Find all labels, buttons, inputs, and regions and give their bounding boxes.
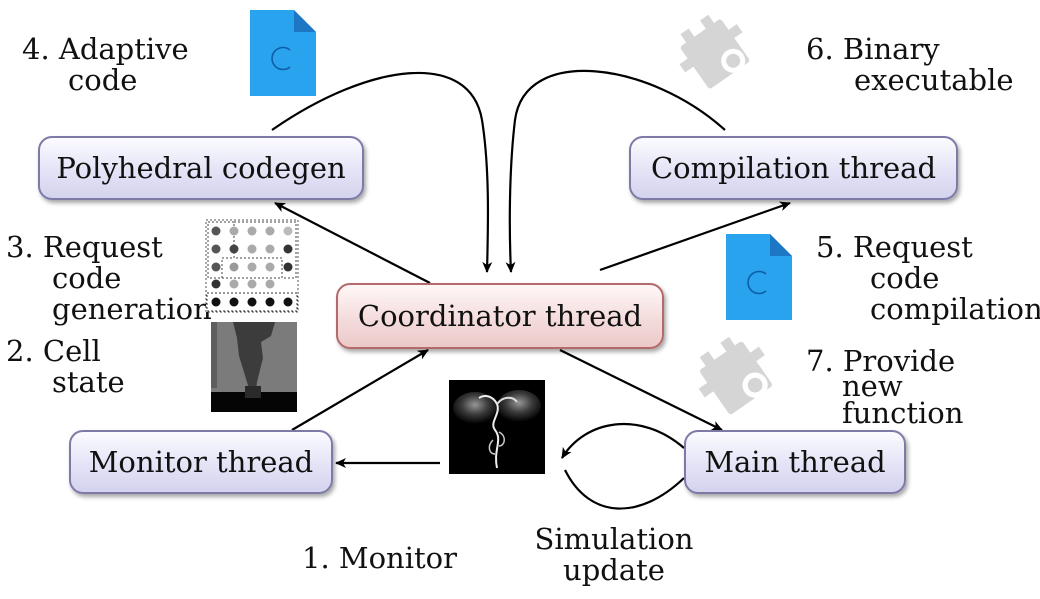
- node-polyhedral-codegen-label: Polyhedral codegen: [56, 151, 346, 185]
- label-step7-line3: function: [842, 396, 964, 430]
- label-step6-line1: 6. Binary: [806, 32, 940, 66]
- node-coordinator-thread-label: Coordinator thread: [357, 299, 643, 333]
- label-step7: 7. Provide new function: [806, 346, 963, 429]
- label-step5-line1: 5. Request: [816, 230, 973, 264]
- label-step7-line1: 7. Provide: [806, 344, 956, 378]
- label-step3: 3. Request code generation: [6, 232, 212, 325]
- label-step3-line3: generation: [52, 292, 212, 326]
- edge-main-self-loop: [564, 469, 685, 510]
- label-simulation-line1: Simulation: [534, 522, 694, 556]
- label-step5-line2: code: [870, 261, 940, 295]
- node-polyhedral-codegen: Polyhedral codegen: [38, 136, 364, 200]
- label-step5-line3: compilation: [870, 292, 1040, 326]
- label-step2: 2. Cell state: [6, 336, 125, 398]
- cell-state-image: [211, 322, 297, 412]
- node-main-thread: Main thread: [684, 430, 906, 494]
- cell-grid-icon: [205, 219, 299, 313]
- binary-executable-icon: [698, 336, 772, 415]
- node-monitor-thread-label: Monitor thread: [88, 445, 314, 479]
- edge-compilation-to-coordinator: [505, 69, 726, 273]
- node-main-thread-label: Main thread: [704, 445, 886, 479]
- label-step3-line2: code: [52, 261, 122, 295]
- label-step6: 6. Binary executable: [806, 34, 1014, 96]
- label-step1-line1: 1. Monitor: [302, 541, 457, 575]
- label-step1: 1. Monitor: [302, 543, 457, 574]
- label-step3-line1: 3. Request: [6, 230, 163, 264]
- edge-coordinator-to-main: [559, 349, 723, 431]
- label-simulation-line2: update: [563, 553, 665, 587]
- label-step4-line2: code: [68, 63, 138, 97]
- label-step7-line2: new: [842, 369, 903, 403]
- label-simulation-update: Simulation update: [528, 524, 700, 586]
- label-step4: 4. Adaptive code: [22, 34, 189, 96]
- label-step5: 5. Request code compilation: [816, 232, 1040, 325]
- smoke-simulation-image: [449, 380, 545, 474]
- node-coordinator-thread: Coordinator thread: [336, 283, 664, 349]
- edge-monitor-to-coordinator: [291, 349, 429, 431]
- node-compilation-thread: Compilation thread: [629, 136, 958, 200]
- edge-polyhedral-to-coordinator: [271, 71, 493, 273]
- c-source-file-icon: [726, 234, 792, 320]
- c-source-file-icon: [250, 10, 316, 96]
- edge-coordinator-to-polyhedral: [274, 202, 431, 284]
- node-compilation-thread-label: Compilation thread: [650, 151, 937, 185]
- edge-coordinator-to-compilation: [599, 201, 791, 272]
- label-step2-line2: state: [52, 365, 125, 399]
- label-step6-line2: executable: [854, 63, 1014, 97]
- label-step2-line1: 2. Cell: [6, 334, 101, 368]
- node-monitor-thread: Monitor thread: [69, 430, 333, 494]
- binary-executable-icon: [679, 14, 750, 89]
- label-step4-line1: 4. Adaptive: [22, 32, 189, 66]
- edge-main-self-loop-return: [561, 422, 685, 459]
